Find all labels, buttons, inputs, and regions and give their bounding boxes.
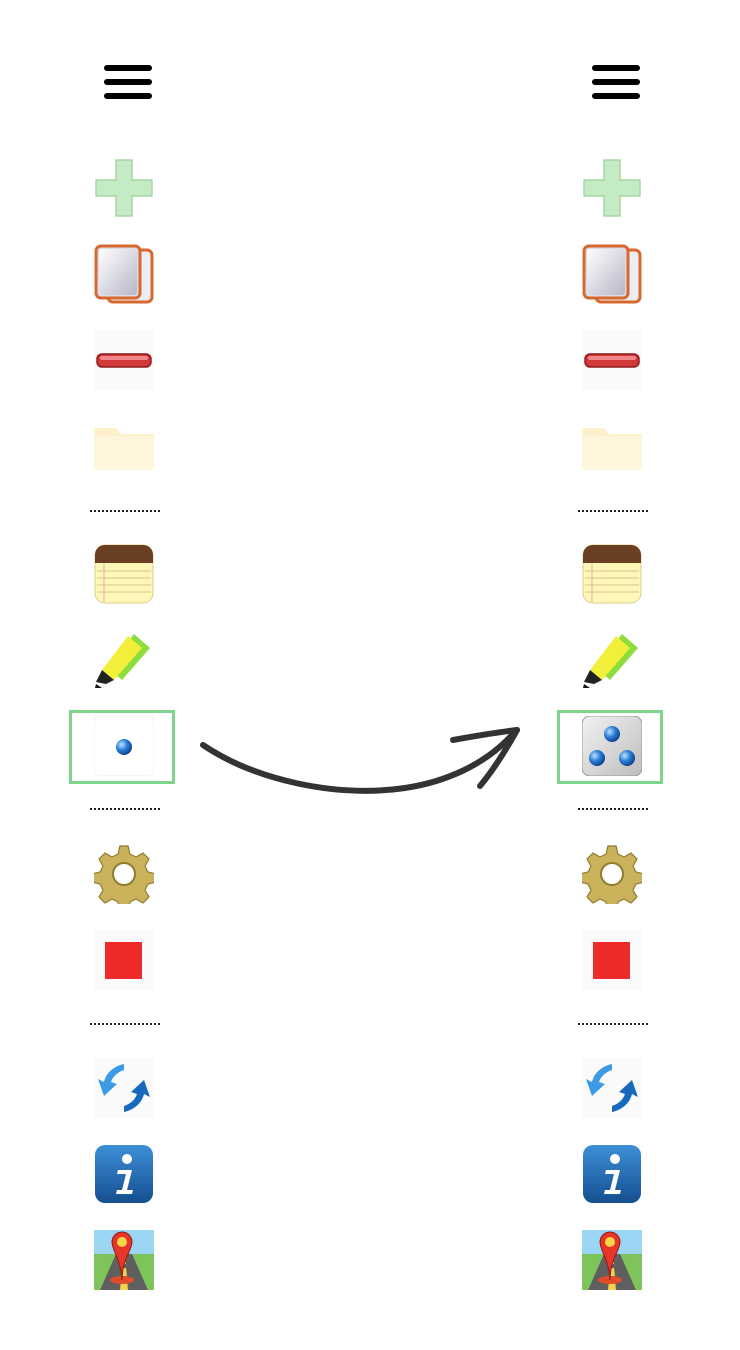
gear-icon[interactable]	[94, 844, 154, 904]
remove-icon[interactable]	[582, 330, 642, 390]
separator	[578, 510, 648, 512]
separator	[578, 1023, 648, 1025]
add-icon[interactable]	[582, 158, 642, 218]
duplicate-icon[interactable]	[94, 244, 154, 304]
gear-icon[interactable]	[582, 844, 642, 904]
map-pin-icon[interactable]	[94, 1230, 154, 1290]
single-point-icon[interactable]	[94, 716, 154, 776]
separator	[90, 1023, 160, 1025]
transition-arrow-icon	[200, 727, 520, 794]
add-icon[interactable]	[94, 158, 154, 218]
multi-point-icon[interactable]	[582, 716, 642, 776]
folder-icon[interactable]	[582, 416, 642, 476]
stop-icon[interactable]	[94, 930, 154, 990]
sync-icon[interactable]	[94, 1058, 154, 1118]
toolbar-before	[64, 0, 184, 1350]
info-icon[interactable]	[582, 1144, 642, 1204]
remove-icon[interactable]	[94, 330, 154, 390]
notepad-icon[interactable]	[94, 544, 154, 604]
map-pin-icon[interactable]	[582, 1230, 642, 1290]
selected-tool-highlight	[69, 710, 175, 784]
notepad-icon[interactable]	[582, 544, 642, 604]
separator	[578, 808, 648, 810]
duplicate-icon[interactable]	[582, 244, 642, 304]
toolbar-after	[552, 0, 672, 1350]
info-icon[interactable]	[94, 1144, 154, 1204]
selected-tool-highlight	[557, 710, 663, 784]
hamburger-menu-icon[interactable]	[104, 65, 152, 101]
separator	[90, 510, 160, 512]
highlighter-icon[interactable]	[582, 630, 642, 690]
separator	[90, 808, 160, 810]
highlighter-icon[interactable]	[94, 630, 154, 690]
hamburger-menu-icon[interactable]	[592, 65, 640, 101]
stop-icon[interactable]	[582, 930, 642, 990]
folder-icon[interactable]	[94, 416, 154, 476]
sync-icon[interactable]	[582, 1058, 642, 1118]
